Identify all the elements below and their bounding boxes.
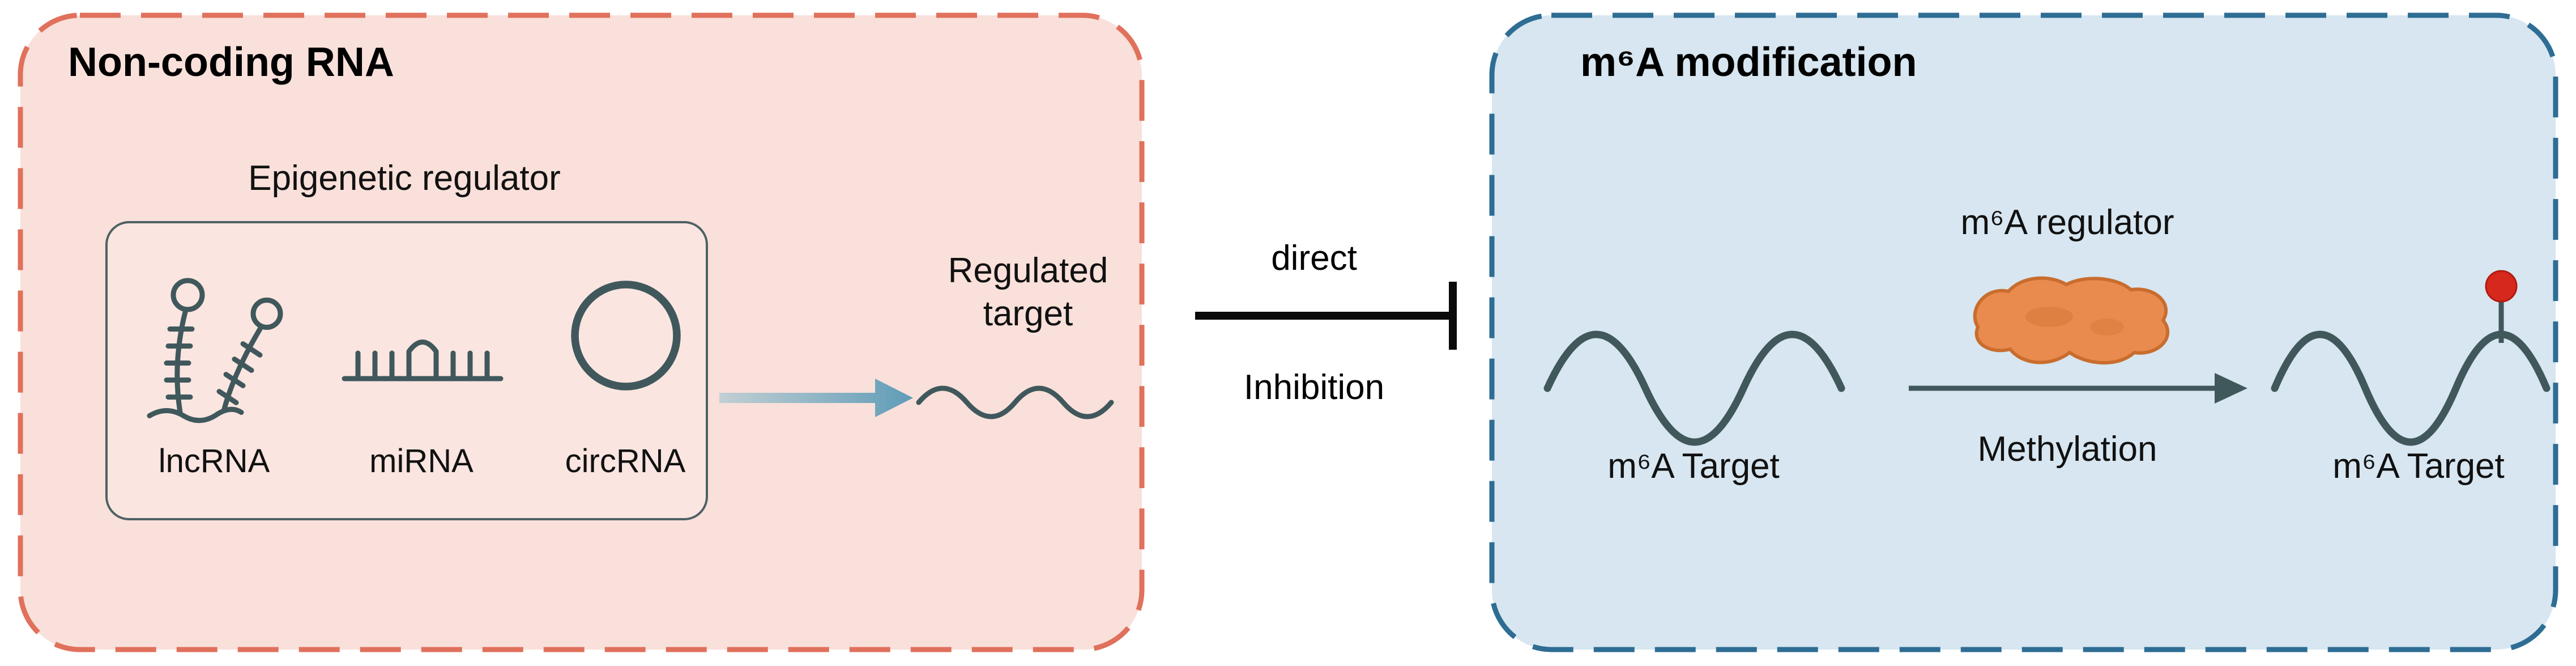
m6a-target-left-label: m⁶A Target [1607, 447, 1780, 486]
miRNA-duplex-icon [342, 340, 504, 381]
circRNA-label: circRNA [565, 443, 686, 480]
m6a-target-wave-right-icon [2271, 270, 2551, 446]
methylation-label: Methylation [1977, 430, 2157, 469]
panel-noncoding-rna: Non-coding RNA Epigenetic regulator [17, 12, 1145, 653]
regulated-target-label: Regulated target [948, 251, 1108, 333]
panel-left-dashed-border [18, 12, 1145, 652]
panel-m6a-modification: m⁶A modification m⁶A regulator m⁶A Targe… [1489, 12, 2559, 653]
panel-left-title: Non-coding RNA [68, 40, 394, 85]
miRNA-label: miRNA [369, 443, 474, 480]
protein-blob-icon [1973, 276, 2170, 364]
lncRNA-hairpin-icon [147, 278, 283, 423]
right-arrow-icon [1909, 373, 2247, 404]
gradient-right-arrow-icon [719, 379, 913, 417]
direct-label: direct [1271, 239, 1357, 278]
rna-wave-icon [916, 385, 1114, 419]
panel-right-title: m⁶A modification [1580, 40, 1917, 85]
lollipop-head [2485, 270, 2518, 303]
m6a-regulator-label: m⁶A regulator [1960, 203, 2174, 242]
m6a-target-wave-left-icon [1543, 330, 1845, 446]
m6a-target-right-label: m⁶A Target [2332, 447, 2505, 486]
inhibition-label: Inhibition [1243, 368, 1385, 407]
m6a-lollipop-icon [2485, 270, 2518, 343]
circRNA-circle-icon [571, 281, 681, 391]
inhibition-tbar-icon [1195, 282, 1457, 350]
epigenetic-regulator-label: Epigenetic regulator [248, 159, 561, 198]
lncRNA-label: lncRNA [158, 443, 270, 480]
